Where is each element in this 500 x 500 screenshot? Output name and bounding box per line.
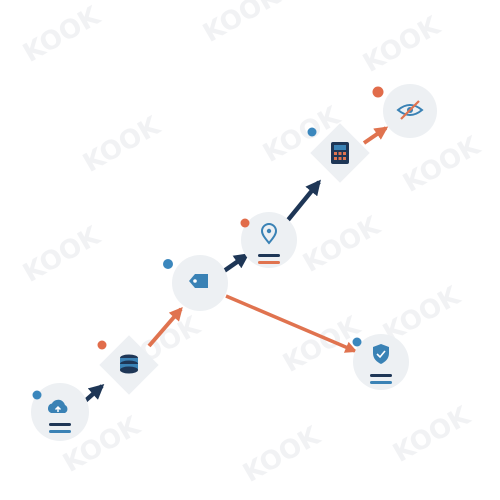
arrow-database-to-tag bbox=[147, 306, 183, 348]
location-pin-icon bbox=[260, 223, 278, 245]
label-bar bbox=[258, 261, 280, 264]
label-bar bbox=[370, 374, 392, 377]
accent-dot bbox=[97, 340, 107, 350]
arrow-calculator-to-eye-off bbox=[362, 126, 389, 145]
label-bar bbox=[49, 430, 71, 433]
accent-dot bbox=[32, 390, 42, 400]
node-shield bbox=[352, 334, 409, 390]
arrow-tag-to-shield bbox=[225, 294, 358, 353]
accent-dot bbox=[352, 337, 362, 347]
database-icon bbox=[120, 354, 138, 374]
node-tag bbox=[163, 255, 228, 311]
accent-dot bbox=[240, 218, 250, 228]
node-calculator bbox=[307, 123, 370, 183]
connectors bbox=[82, 126, 389, 404]
node-eye-off bbox=[372, 84, 437, 138]
label-bar bbox=[49, 423, 71, 426]
node-location bbox=[240, 212, 297, 268]
accent-dot bbox=[372, 86, 384, 98]
eye-off-icon bbox=[396, 100, 424, 120]
arrow-tag-to-location bbox=[222, 253, 250, 273]
label-bar bbox=[258, 254, 280, 257]
tag-icon bbox=[189, 274, 208, 288]
node-cloud-upload bbox=[31, 383, 89, 441]
arrow-cloud-to-database bbox=[82, 383, 105, 404]
arrow-location-to-calculator bbox=[286, 179, 321, 222]
calculator-icon bbox=[331, 142, 349, 164]
label-bar bbox=[370, 381, 392, 384]
accent-dot bbox=[163, 259, 173, 269]
shield-check-icon bbox=[373, 344, 389, 364]
node-database bbox=[97, 335, 159, 395]
cloud-upload-icon bbox=[47, 399, 68, 413]
accent-dot bbox=[307, 127, 317, 137]
